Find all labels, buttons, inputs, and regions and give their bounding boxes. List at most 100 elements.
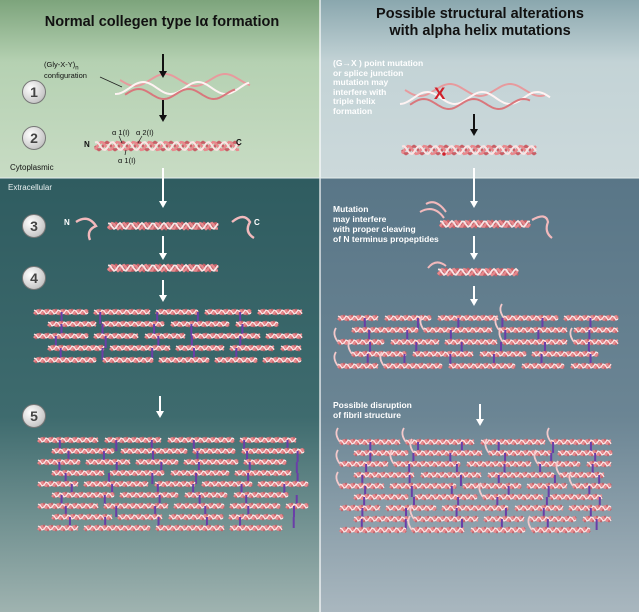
fibril-molecule [214,356,258,364]
helix-strand [204,309,252,315]
arrow-head [470,201,478,208]
propeptide-tail [333,351,339,367]
helix-strand [109,470,165,476]
helix-strand [339,483,385,489]
fibril-molecule [37,436,99,444]
c-terminus-label-top: C [236,138,242,147]
helix-strand [93,140,240,152]
helix-strand [521,362,565,370]
helix-strand [234,469,292,477]
fibril-molecule [204,308,252,316]
helix-strand [503,314,559,322]
fibril-molecule [173,502,225,510]
helix-strand [107,263,219,273]
helix-strand [144,332,186,340]
helix-strand [351,350,407,358]
fibril-molecule [502,338,568,346]
helix-strand [557,449,613,457]
fibril-molecule [119,491,179,499]
fibril-molecule [175,344,225,352]
propeptide-tail [401,427,407,443]
fibril-molecule [405,438,475,446]
propeptide-tail [533,449,539,465]
helix-strand [234,470,292,476]
mutant-procollagen [400,144,537,156]
helix-strand [441,505,509,511]
helix-strand [47,320,97,328]
fibril-molecule [412,350,474,358]
fibril-molecule [154,480,196,488]
helix-strand [214,357,258,363]
helix-strand [570,362,612,370]
propeptide-tail [498,327,504,343]
fibril-molecule [470,526,526,534]
arrow-head [159,115,167,122]
helix-strand [37,458,81,466]
propeptide-tail [409,504,415,520]
fibril-molecule [550,438,612,446]
fibril-molecule [243,458,287,466]
mutant-tropocollagen [439,219,531,229]
fibril-molecule [414,493,478,501]
helix-strand [414,494,478,500]
helix-strand [339,460,389,468]
arrow-step4-5 [156,396,164,418]
helix-strand [353,515,409,523]
helix-strand [502,339,568,345]
propeptide-tail [389,449,395,465]
helix-strand [167,436,235,444]
helix-strand [549,494,603,500]
helix-strand [154,480,196,488]
fibril-molecule [170,469,230,477]
helix-strand [466,460,532,468]
fibril-molecule [339,504,381,512]
helix-strand [37,502,99,510]
helix-strand [51,492,115,498]
helix-strand [192,448,236,454]
disruption-note-line: of fibril structure [333,410,402,420]
fibril-molecule [280,344,302,352]
helix-strand [526,482,568,490]
cleaving-note: Mutation may interfere with proper cleav… [333,204,463,244]
helix-strand [85,459,131,465]
fibril-molecule [537,460,581,468]
fibril-molecule [353,449,409,457]
helix-strand [531,351,599,357]
helix-strand [109,345,171,351]
mutation-note-line: or splice junction [333,67,404,78]
helix-strand [531,350,599,358]
mutation-note: (G→X ) point mutation or splice junction… [333,58,453,116]
arrow-mutant-3-4 [470,236,478,260]
helix-strand [83,480,149,488]
helix-strand [573,339,619,345]
helix-strand [514,504,564,512]
arrow-mutant-1-2 [470,114,478,136]
helix-strand [265,332,303,340]
helix-strand [119,492,179,498]
helix-strand [466,461,532,467]
helix-strand [158,357,210,363]
helix-strand [389,482,457,490]
n-propeptide [75,217,98,241]
panel-extracellular-mutant [320,178,639,612]
helix-strand [514,504,564,512]
helix-strand [47,344,105,352]
propeptide-tail [347,339,353,355]
fibril-molecule [228,513,284,521]
gly-label-text: (Gly-X-Y) [44,60,76,69]
mutation-note-line: triple helix [333,96,376,106]
fibril-molecule [411,526,465,534]
helix-strand [570,363,612,369]
fibril-molecule [480,438,546,446]
helix-strand [83,525,151,531]
fibril-molecule [437,314,499,322]
helix-strand [521,363,565,369]
helix-strand [94,141,240,151]
fibril-molecule [444,338,498,346]
fibril-molecule [390,338,440,346]
helix-strand [351,327,419,333]
helix-strand [170,470,230,476]
helix-strand [93,140,241,152]
helix-strand [229,345,275,351]
